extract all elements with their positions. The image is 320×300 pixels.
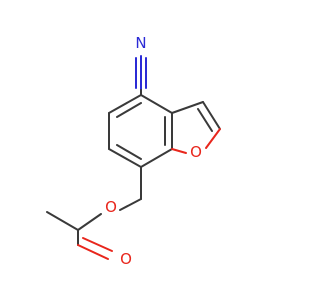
furan-bond [202,101,221,130]
furan-o-label: O [190,143,202,161]
molecule-canvas: N O O [46,34,221,268]
o-carbonyl-bond [77,213,102,231]
ring-bond [108,148,142,168]
ring-bond [140,94,173,114]
benzene-ring [108,94,173,168]
carbonyl-bond-o-1 [77,244,109,260]
furan-o-bond [171,148,187,154]
nitrile-group: N [135,34,147,96]
ester-o-label: O [105,198,117,216]
ring-double-bond [116,102,142,118]
ring-double-bond [116,144,142,160]
acetoxymethyl-group: O O [46,166,142,268]
furan-double-bond [197,108,213,132]
furan-bond [171,101,204,114]
ring-bond [140,148,173,168]
nitrile-n-label: N [135,34,146,52]
furan-o-bond [205,128,221,149]
methyl-bond [46,211,79,231]
carbonyl-bond-o-2 [82,237,113,252]
carbonyl-o-label: O [120,250,132,268]
furan-ring: O [171,101,221,161]
molecule-structure: N O O [46,34,221,268]
ch2-o-bond [119,198,142,211]
ring-bond [108,94,142,114]
